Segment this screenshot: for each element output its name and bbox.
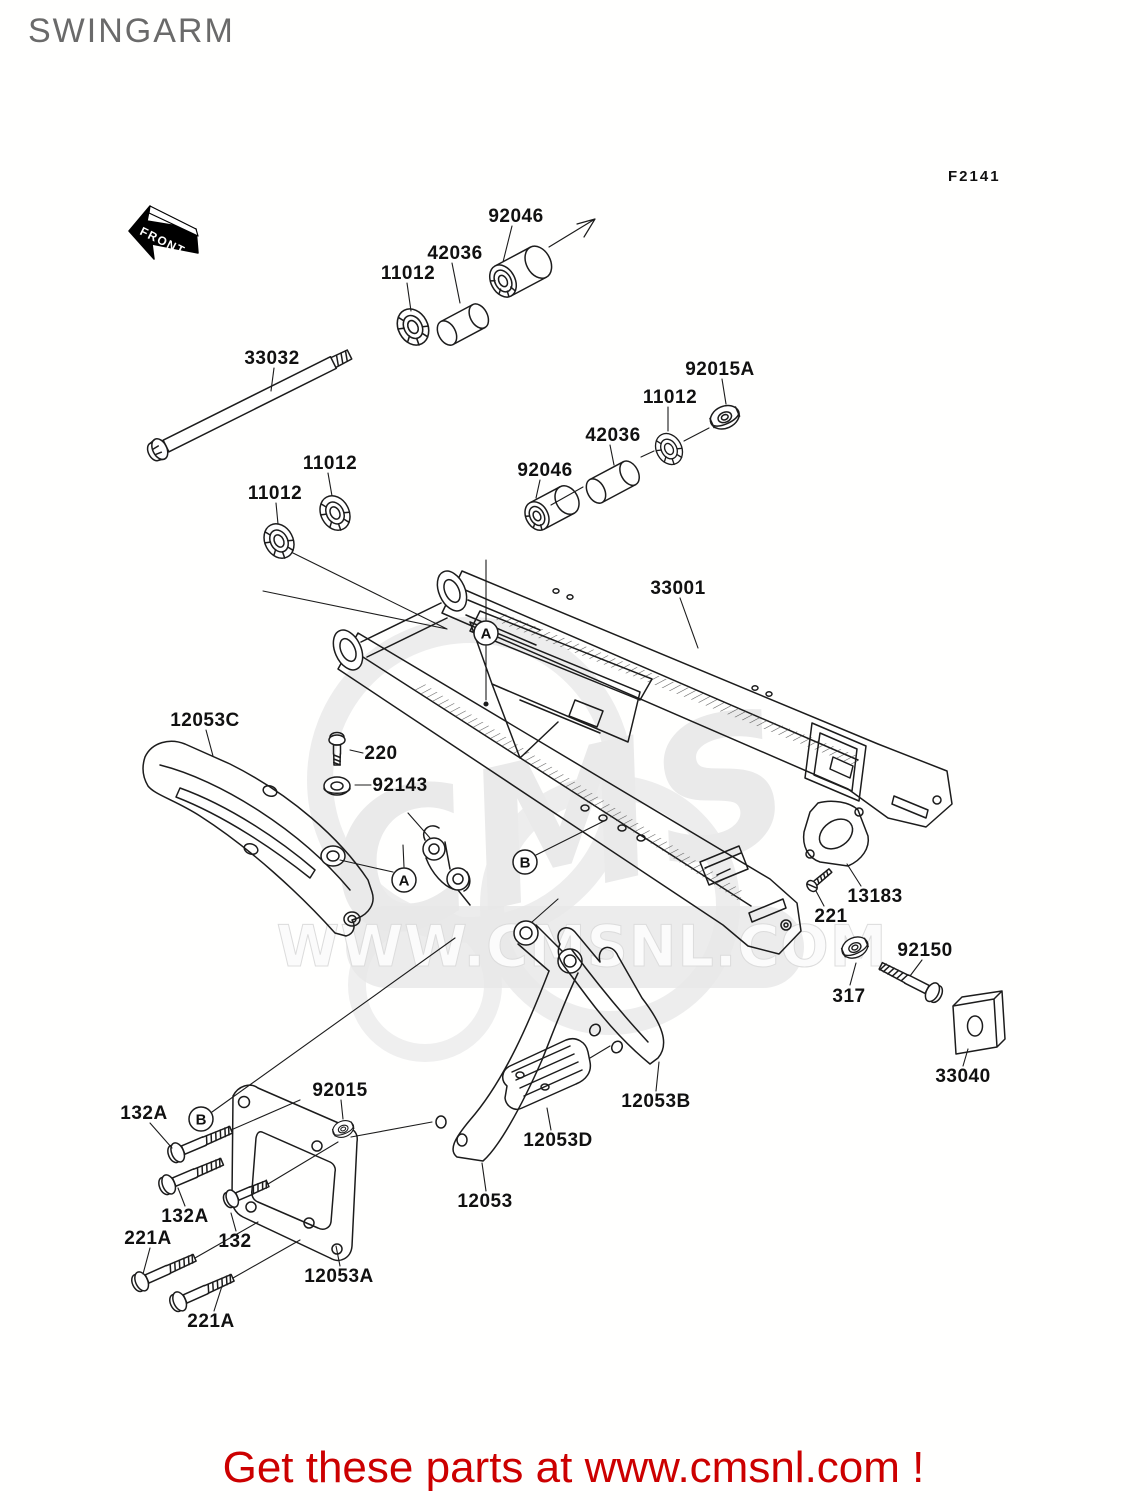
part-label-33001: 33001: [650, 578, 705, 599]
part-label-11012-top: 11012: [381, 263, 435, 284]
callout-b-marker: B: [188, 1106, 214, 1132]
swingarm-33001: [332, 570, 953, 955]
part-label-11012-mid: 11012: [303, 453, 357, 474]
part-label-33032: 33032: [244, 348, 299, 369]
guard-plate-12053A: [231, 1084, 358, 1262]
part-label-12053A: 12053A: [304, 1266, 374, 1287]
svg-text:B: B: [520, 855, 531, 872]
bearing-11012-mid: [313, 489, 357, 537]
part-label-13183: 13183: [847, 886, 902, 907]
gasket-13183: [802, 800, 870, 867]
guard-bracket-12053: [435, 920, 583, 1162]
bolt-axis-lines: [194, 1099, 433, 1279]
washer-92143: [323, 776, 351, 796]
nut-317: [837, 932, 872, 963]
part-label-221: 221: [814, 906, 847, 927]
part-label-12053D: 12053D: [523, 1130, 593, 1151]
part-label-12053C: 12053C: [170, 710, 240, 731]
front-arrow-icon: FRONT: [128, 205, 199, 260]
guard-blade-12053B: [557, 927, 665, 1065]
part-label-317: 317: [832, 986, 865, 1007]
callout-markers: A B A B: [188, 620, 538, 1132]
part-label-12053B: 12053B: [621, 1091, 691, 1112]
bolt-221A-1: [128, 1247, 200, 1296]
bolt-132A-2: [155, 1151, 227, 1199]
part-label-220: 220: [364, 743, 397, 764]
bearing-11012-top: [390, 302, 436, 352]
part-label-12053: 12053: [457, 1191, 512, 1212]
part-label-221A-2: 221A: [187, 1311, 234, 1332]
bushing-92046-right: [524, 485, 580, 531]
guard-link: [407, 812, 559, 923]
bearing-11012-right: [649, 428, 689, 470]
watermark-band: [346, 906, 804, 988]
part-label-42036-top: 42036: [427, 243, 482, 264]
part-label-92143: 92143: [372, 775, 427, 796]
page-title: SWINGARM: [28, 12, 235, 50]
part-label-11012-midleft: 11012: [248, 483, 302, 504]
screw-221: [803, 865, 835, 895]
nut-92015A: [705, 400, 744, 435]
bolt-92150: [875, 956, 947, 1007]
assembly-lines: [262, 552, 448, 630]
part-label-92015: 92015: [312, 1080, 367, 1101]
svg-text:B: B: [196, 1112, 207, 1129]
part-labels: 9204642036110123303292015A11012420369204…: [120, 206, 990, 1332]
part-label-132A-2: 132A: [161, 1206, 208, 1227]
bolt-221A-2: [166, 1267, 238, 1316]
part-label-221A-1: 221A: [124, 1228, 171, 1249]
part-label-92015A: 92015A: [685, 359, 755, 380]
chain-guide-12053C: [142, 740, 374, 937]
part-label-132: 132: [218, 1231, 251, 1252]
callout-a-marker: A: [473, 620, 499, 646]
footer-ad-text: Get these parts at www.cmsnl.com !: [222, 1443, 925, 1492]
block-33040: [952, 990, 1006, 1055]
svg-text:A: A: [481, 626, 492, 643]
part-label-92046-right: 92046: [517, 460, 572, 481]
bolt-220: [328, 731, 346, 766]
axle-33032: [146, 349, 353, 462]
callout-b-marker: B: [512, 849, 538, 875]
svg-text:A: A: [399, 873, 410, 890]
part-label-132A-1: 132A: [120, 1103, 167, 1124]
part-label-92150: 92150: [897, 940, 952, 961]
assembly-arrow: [548, 218, 596, 248]
sleeve-42036-top: [436, 303, 490, 346]
part-label-11012-right: 11012: [643, 387, 697, 408]
wear-pad-12053D: [502, 1038, 611, 1110]
bushing-92046-top: [488, 245, 553, 298]
sleeve-42036-right: [585, 460, 640, 504]
leader-lines: [142, 225, 969, 1312]
figure-code: F2141: [948, 168, 1001, 185]
part-label-33040: 33040: [935, 1066, 990, 1087]
axis-line: [550, 427, 710, 506]
part-label-42036-right: 42036: [585, 425, 640, 446]
callout-a-marker: A: [391, 867, 417, 893]
part-label-92046-top: 92046: [488, 206, 543, 227]
bearing-11012-midleft: [257, 517, 301, 565]
